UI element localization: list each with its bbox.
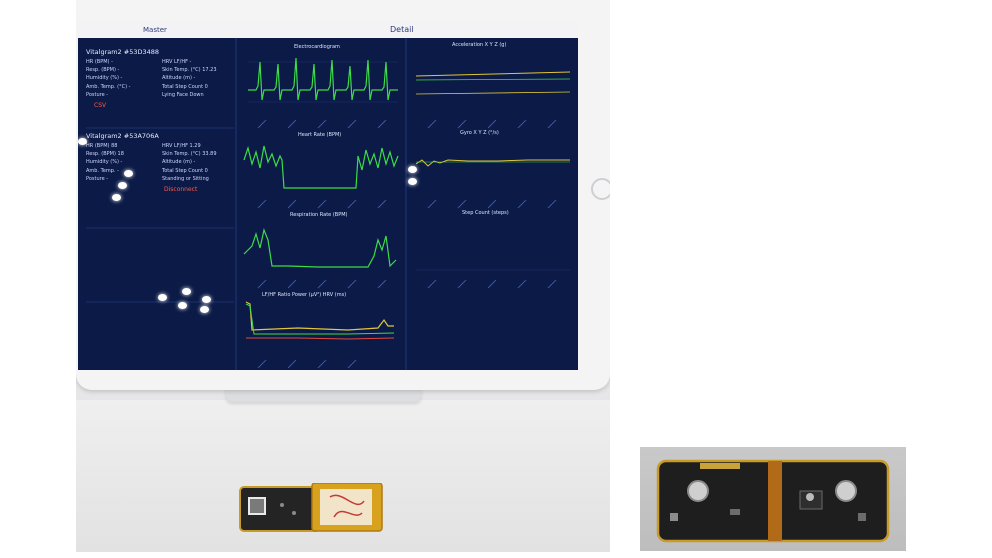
glare-reflection — [200, 306, 209, 313]
bare-sensor-board — [656, 459, 890, 543]
chart-title: Electrocardiogram — [294, 44, 340, 50]
metric-row: HR (BPM) 88 HRV LF/HF 1.29 — [86, 143, 234, 149]
metric-skin-temp: Skin Temp. (°C) 17.23 — [162, 67, 217, 74]
metric-step-count: Total Step Count 0 — [162, 83, 208, 90]
glare-reflection — [118, 182, 127, 189]
glare-reflection — [178, 302, 187, 309]
metric-humidity: Humidity (%) - — [86, 75, 123, 82]
chart-title: Heart Rate (BPM) — [298, 132, 342, 138]
step-count-area — [416, 269, 570, 289]
metric-amb-temp: Amb. Temp. (°C) - — [86, 83, 131, 90]
chart-title: LF/HF Ratio Power (µV²) HRV (ms) — [262, 292, 347, 298]
respiration-trace — [243, 227, 397, 289]
metric-altitude: Altitude (m) - — [162, 75, 196, 82]
metric-step-count: Total Step Count 0 — [162, 167, 208, 174]
metric-hrv: HRV LF/HF 1.29 — [162, 143, 201, 149]
tab-bar: Master Detail — [78, 22, 578, 38]
chart-step-count: Step Count (steps) — [408, 210, 576, 290]
csv-button[interactable]: CSV — [94, 101, 107, 109]
glare-reflection — [182, 288, 191, 295]
glare-reflection — [78, 138, 87, 145]
metric-hr: HR (BPM) - — [86, 59, 113, 65]
metric-humidity: Humidity (%) - — [86, 159, 123, 166]
chart-respiration: Respiration Rate (BPM) — [238, 210, 404, 290]
metric-row: Amb. Temp. - Total Step Count 0 — [86, 168, 234, 174]
chart-gyro: Gyro X Y Z (°/s) — [408, 130, 576, 210]
metric-hr: HR (BPM) 88 — [86, 143, 118, 149]
metric-row: Resp. (BPM) 18 Skin Temp. (°C) 33.89 — [86, 151, 234, 157]
chart-title: Gyro X Y Z (°/s) — [460, 130, 499, 136]
metric-posture-value: Lying Face Down — [162, 91, 204, 98]
metric-row: Resp. (BPM) - Skin Temp. (°C) 17.23 — [86, 67, 234, 73]
glare-reflection — [112, 194, 121, 201]
chart-ecg: Electrocardiogram — [238, 42, 404, 132]
chart-title: Acceleration X Y Z (g) — [452, 42, 507, 48]
tablet-frame: Master Detail Vitalgram2 #53D3488 HR (BP… — [76, 0, 610, 390]
metric-amb-temp: Amb. Temp. - — [86, 167, 119, 174]
chart-hrv-multi: LF/HF Ratio Power (µV²) HRV (ms) — [238, 290, 404, 370]
hrv-multi-trace — [245, 301, 395, 369]
photo-tablet-scene: Master Detail Vitalgram2 #53D3488 HR (BP… — [76, 0, 610, 552]
tab-master[interactable]: Master — [143, 26, 167, 34]
chart-title: Respiration Rate (BPM) — [290, 212, 348, 218]
ecg-trace — [248, 57, 398, 129]
glare-reflection — [408, 178, 417, 185]
heart-rate-trace — [243, 145, 399, 209]
metric-resp: Resp. (BPM) - — [86, 67, 120, 74]
tab-detail[interactable]: Detail — [390, 25, 414, 34]
sensor-board-with-battery — [239, 483, 383, 532]
glare-reflection — [202, 296, 211, 303]
metric-hrv: HRV LF/HF - — [162, 59, 192, 65]
metric-row: HR (BPM) - HRV LF/HF - — [86, 59, 234, 65]
photo-sensor-board-inset — [640, 447, 906, 551]
device-name: Vitalgram2 #53D3488 — [86, 48, 160, 56]
metric-posture-value: Standing or Sitting — [162, 175, 209, 182]
device-panel-2: Vitalgram2 #53A706A HR (BPM) 88 HRV LF/H… — [86, 132, 234, 193]
disconnect-button[interactable]: Disconnect — [164, 185, 198, 193]
chart-acceleration: Acceleration X Y Z (g) — [408, 42, 576, 132]
acceleration-trace — [415, 71, 571, 129]
home-button[interactable] — [591, 178, 610, 200]
chart-heart-rate: Heart Rate (BPM) — [238, 130, 404, 210]
glare-reflection — [124, 170, 133, 177]
device-name: Vitalgram2 #53A706A — [86, 132, 159, 140]
metric-skin-temp: Skin Temp. (°C) 33.89 — [162, 151, 217, 158]
metric-posture: Posture - — [86, 91, 109, 98]
chart-title: Step Count (steps) — [462, 210, 509, 216]
glare-reflection — [408, 166, 417, 173]
metric-altitude: Altitude (m) - — [162, 159, 196, 166]
metric-posture: Posture - — [86, 175, 109, 182]
metric-resp: Resp. (BPM) 18 — [86, 151, 124, 158]
tablet-screen: Master Detail Vitalgram2 #53D3488 HR (BP… — [78, 22, 578, 370]
metric-row: Humidity (%) - Altitude (m) - — [86, 159, 234, 165]
panel-dividers — [86, 38, 407, 370]
metric-row: Posture - Lying Face Down — [86, 92, 234, 98]
metric-row: Posture - Standing or Sitting — [86, 176, 234, 182]
gyro-trace — [415, 159, 570, 209]
device-panel-1: Vitalgram2 #53D3488 HR (BPM) - HRV LF/HF… — [86, 48, 234, 109]
metric-row: Humidity (%) - Altitude (m) - — [86, 75, 234, 81]
metric-row: Amb. Temp. (°C) - Total Step Count 0 — [86, 84, 234, 90]
glare-reflection — [158, 294, 167, 301]
